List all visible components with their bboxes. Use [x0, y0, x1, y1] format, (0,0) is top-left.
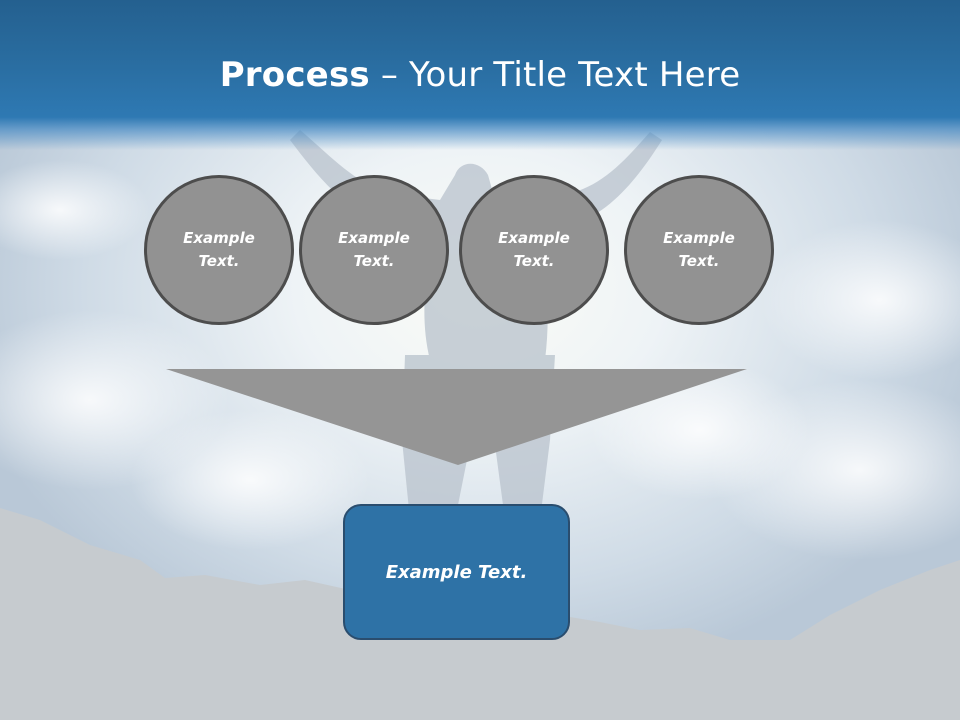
- process-circle-2[interactable]: Example Text.: [299, 175, 449, 325]
- process-circle-1[interactable]: Example Text.: [144, 175, 294, 325]
- process-circle-4-text: Example Text.: [663, 229, 735, 270]
- process-circle-3[interactable]: Example Text.: [459, 175, 609, 325]
- result-box[interactable]: Example Text.: [343, 504, 570, 640]
- title-bold-part: Process: [219, 55, 370, 95]
- process-circle-2-text: Example Text.: [338, 229, 410, 270]
- slide-title[interactable]: Process – Your Title Text Here: [0, 50, 960, 100]
- title-band: [0, 0, 960, 150]
- title-rest-part: – Your Title Text Here: [369, 55, 741, 95]
- process-circle-3-text: Example Text.: [498, 229, 570, 270]
- result-box-text: Example Text.: [385, 561, 528, 583]
- process-circle-4[interactable]: Example Text.: [624, 175, 774, 325]
- process-circle-1-text: Example Text.: [183, 229, 255, 270]
